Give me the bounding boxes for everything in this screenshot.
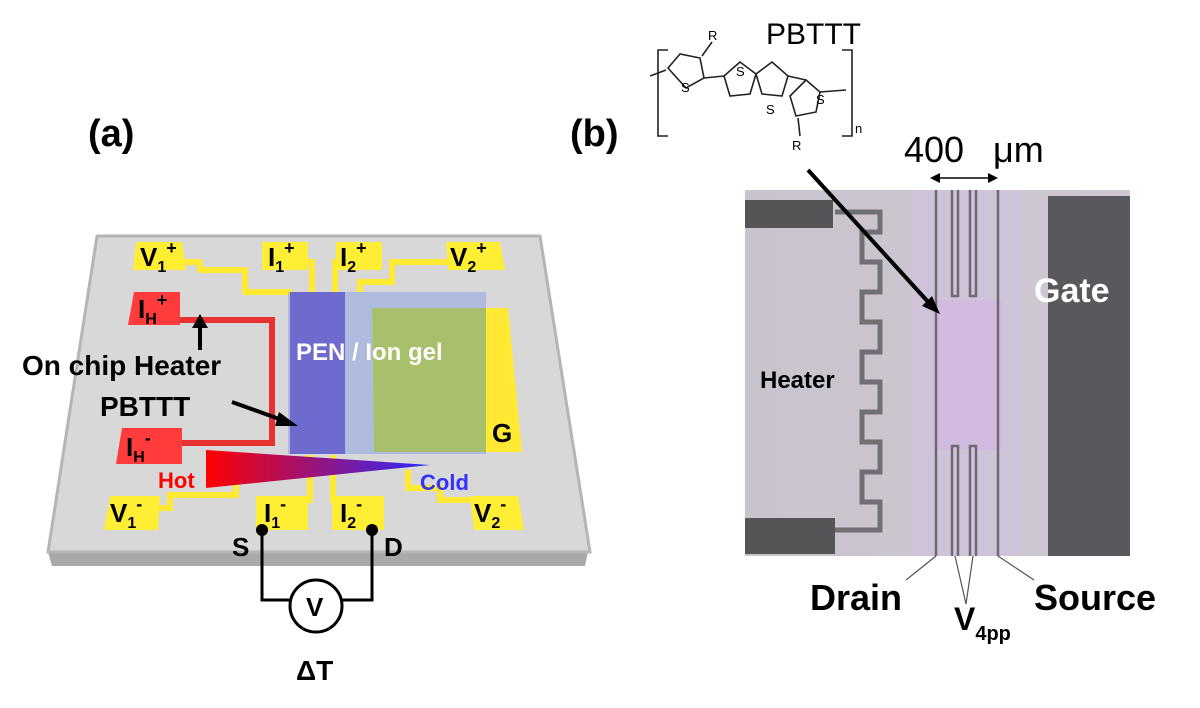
repeat-unit-label: n (855, 121, 862, 136)
svg-text:V1-: V1- (110, 494, 142, 532)
panel-b-label: (b) (570, 113, 619, 155)
thienothiophene-ring-1 (723, 60, 757, 97)
hot-label: Hot (158, 468, 195, 493)
lead-v1-minus (150, 470, 239, 511)
pad-v2-plus: V2+ (446, 238, 505, 276)
drain-node (366, 524, 378, 536)
gate-under-gel (372, 308, 486, 452)
probe-top-1 (950, 190, 960, 298)
v4pp-leader-2 (965, 555, 974, 605)
pbttt-channel (290, 292, 345, 454)
source-leader (997, 555, 1035, 581)
probe-bottom-1 (950, 444, 960, 556)
lead-v2-plus (357, 259, 450, 292)
drain-label: D (384, 532, 403, 562)
drain-photo-label: Drain (810, 577, 902, 618)
voltmeter-label: V (306, 592, 324, 622)
sulfur-label-4: S (816, 92, 825, 107)
side-chain-label-2: R (792, 138, 801, 153)
svg-text:I2+: I2+ (340, 238, 367, 276)
wire-drain (342, 530, 374, 602)
gate-photo-label: Gate (1034, 272, 1110, 310)
cold-label: Cold (420, 470, 469, 495)
svg-text:V2+: V2+ (450, 238, 487, 276)
drain-leader (905, 555, 937, 581)
source-node (256, 524, 268, 536)
scale-value: 400 (904, 129, 964, 170)
gate-pad-label: G (492, 418, 512, 448)
temperature-gradient (206, 450, 430, 488)
sulfur-label-1: S (681, 80, 690, 95)
sulfur-label-2: S (736, 64, 745, 79)
probe-top-2 (968, 190, 978, 298)
probe-bottom-2 (968, 444, 978, 556)
pad-ih-plus: IH+ (128, 290, 180, 328)
thiophene-ring-2 (789, 78, 821, 117)
lead-v1-plus (180, 259, 292, 295)
panel-a: (a) V1+ I1+ (22, 113, 592, 686)
pen-ion-gel-label: PEN / Ion gel (296, 339, 443, 366)
pad-v1-minus: V1- (104, 494, 160, 532)
svg-text:IH+: IH+ (138, 290, 167, 328)
side-chain-label-1: R (708, 28, 717, 43)
electrode-bottom-left (745, 518, 835, 554)
bracket-left (657, 49, 668, 137)
electrode-top-left (745, 200, 833, 228)
delta-t-label: ΔT (296, 655, 333, 686)
gate-electrode-photo (1048, 196, 1130, 556)
svg-text:IH-: IH- (126, 428, 151, 466)
svg-text:I1-: I1- (264, 494, 286, 532)
substrate-side (48, 552, 588, 566)
source-label: S (232, 532, 249, 562)
sulfur-label-3: S (766, 102, 775, 117)
pbttt-pointer (231, 400, 283, 422)
pad-v2-minus: V2- (470, 494, 524, 532)
pbttt-label: PBTTT (100, 391, 190, 422)
thiophene-ring-1 (666, 53, 705, 90)
pad-v1-plus: V1+ (133, 238, 186, 276)
pad-i2-minus: I2- (332, 494, 384, 532)
svg-text:I1+: I1+ (268, 238, 295, 276)
lead-v2-minus (405, 470, 470, 503)
source-photo-label: Source (1034, 577, 1156, 618)
pad-ih-minus: IH- (116, 428, 182, 466)
scale-unit: μm (993, 129, 1044, 170)
pbttt-title: PBTTT (766, 18, 861, 51)
panel-b: (b) S S S S R R n PBTTT 400 μm (570, 18, 1156, 645)
wire-source (260, 530, 290, 602)
v4pp-leader-1 (954, 555, 967, 605)
on-chip-heater-label: On chip Heater (22, 350, 221, 381)
v4pp-label: V4pp (954, 601, 1011, 645)
thienothiophene-ring-2 (755, 60, 789, 97)
bracket-right (842, 49, 853, 137)
svg-text:I2-: I2- (340, 494, 362, 532)
svg-text:V2-: V2- (474, 494, 506, 532)
svg-text:V1+: V1+ (140, 238, 177, 276)
molecule-arrowhead (922, 296, 940, 314)
heater-arrowhead (192, 314, 208, 328)
voltmeter (288, 578, 344, 634)
micrograph (745, 190, 1130, 556)
pbttt-arrowhead (275, 412, 298, 426)
pad-i1-plus: I1+ (262, 238, 308, 276)
serpentine-heater (835, 209, 883, 533)
pad-i2-plus: I2+ (336, 238, 382, 276)
molecule-pointer (806, 168, 932, 306)
heater-line (175, 317, 275, 446)
pad-i1-minus: I1- (256, 494, 308, 532)
scale-arrow-left (930, 173, 940, 183)
scale-arrow-right (988, 173, 998, 183)
panel-a-label: (a) (88, 113, 134, 155)
pbttt-structure (649, 41, 853, 137)
channel-region (932, 300, 1002, 450)
heater-photo-label: Heater (760, 367, 835, 394)
